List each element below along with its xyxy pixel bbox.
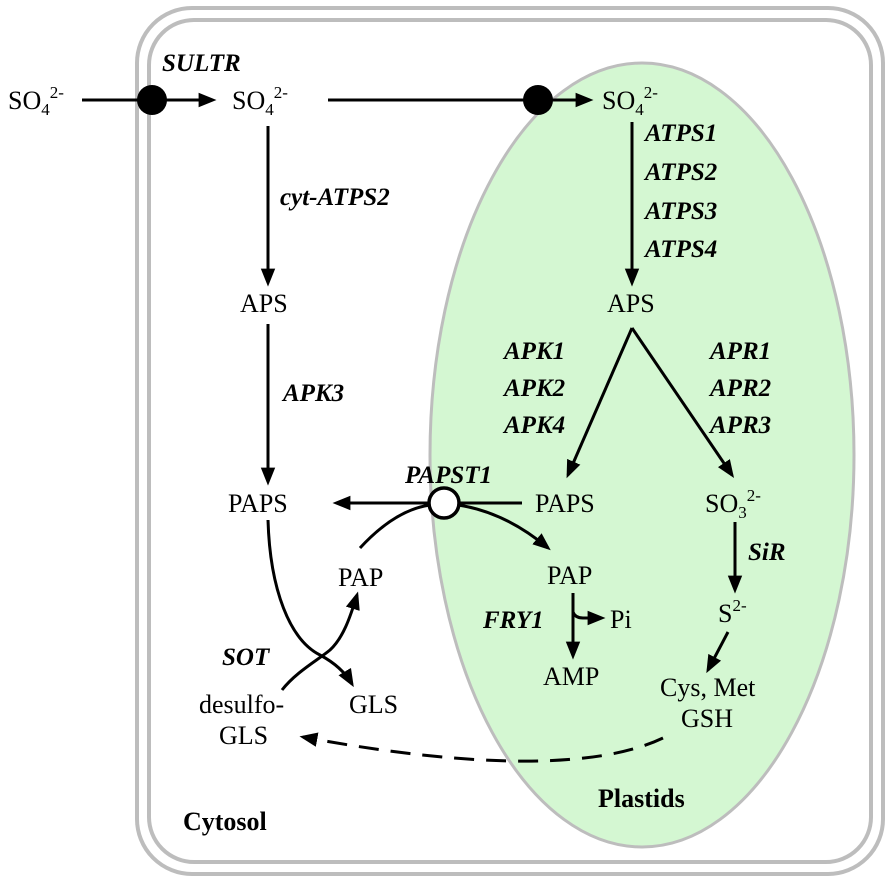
desulfo-gls-line2: GLS <box>219 721 268 750</box>
enzyme-apr3: APR3 <box>708 412 771 439</box>
pap-cytosol: PAP <box>338 563 383 592</box>
enzyme-atps1: ATPS1 <box>643 120 717 147</box>
label-cytosol: Cytosol <box>183 807 267 836</box>
enzyme-sir: SiR <box>748 539 786 566</box>
so4-extracellular: SO42- <box>8 83 64 119</box>
amp: AMP <box>543 662 599 691</box>
enzyme-atps4: ATPS4 <box>643 236 717 263</box>
arrow-pla-aps-so3 <box>630 327 735 478</box>
arrow-paps-to-gls <box>266 519 354 688</box>
enzyme-apk2: APK2 <box>502 375 565 402</box>
arrow-pla-aps-paps <box>566 327 634 479</box>
plastid-sulfate-transporter <box>523 85 553 115</box>
so4-plastid: SO42- <box>602 83 658 119</box>
enzyme-apk4: APK4 <box>502 412 565 439</box>
plastid <box>428 61 856 849</box>
enzyme-fry1: FRY1 <box>482 607 544 634</box>
arrow-pi-release <box>571 610 606 626</box>
enzyme-atps3: ATPS3 <box>643 198 717 225</box>
arrow-s2-cys <box>706 631 730 674</box>
sultr-transporter <box>137 85 167 115</box>
pap-plastid: PAP <box>547 561 592 590</box>
desulfo-gls-line1: desulfo- <box>199 690 284 719</box>
enzyme-atps2: ATPS2 <box>643 159 717 186</box>
aps-cytosol: APS <box>240 289 288 318</box>
papst1-transporter <box>427 486 461 520</box>
enzyme-papst1: PAPST1 <box>404 462 492 489</box>
so3-plastid: SO32- <box>705 486 761 522</box>
enzyme-apr2: APR2 <box>708 375 771 402</box>
sulfide: S2- <box>718 596 747 628</box>
enzyme-apk1: APK1 <box>502 338 565 365</box>
gls: GLS <box>349 690 398 719</box>
paps-plastid: PAPS <box>535 489 595 518</box>
cys-met: Cys, Met <box>660 673 756 702</box>
aps-plastid: APS <box>607 289 655 318</box>
arrow-pap-into-plastid <box>457 503 551 551</box>
enzyme-apk3: APK3 <box>281 380 344 407</box>
label-plastids: Plastids <box>598 784 685 813</box>
arrow-desulfogls-to-pap <box>280 591 360 691</box>
enzyme-cyt-atps2: cyt-ATPS2 <box>280 184 390 211</box>
pi: Pi <box>610 605 632 634</box>
cell-membrane-inner <box>147 18 873 864</box>
gsh: GSH <box>681 704 733 733</box>
enzyme-sultr: SULTR <box>162 50 241 77</box>
cell-membrane-outer <box>135 6 885 876</box>
arrow-gsh-to-desulfogls <box>299 732 664 763</box>
enzyme-sot: SOT <box>222 644 271 671</box>
so4-cytosol: SO42- <box>232 83 288 119</box>
arrow-pap-import-from-cytosol <box>358 503 431 550</box>
enzyme-apr1: APR1 <box>708 338 771 365</box>
paps-cytosol: PAPS <box>228 489 288 518</box>
